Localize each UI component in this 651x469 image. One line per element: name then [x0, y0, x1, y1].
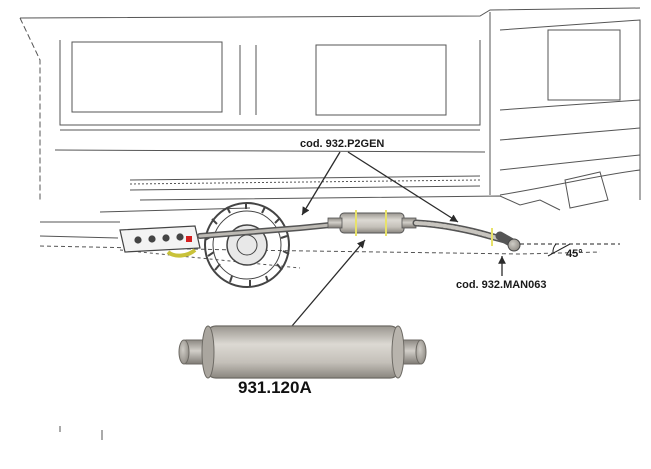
elbow-outlet — [495, 231, 521, 252]
pipe-code-label: cod. 932.P2GEN — [300, 138, 385, 150]
angle-label: 45° — [566, 248, 583, 260]
exhaust-muffler — [178, 325, 427, 379]
part-number-label: 931.120A — [238, 378, 312, 397]
elbow-code-label: cod. 932.MAN063 — [456, 279, 547, 291]
installed-muffler — [327, 210, 417, 236]
wheel — [204, 202, 290, 288]
